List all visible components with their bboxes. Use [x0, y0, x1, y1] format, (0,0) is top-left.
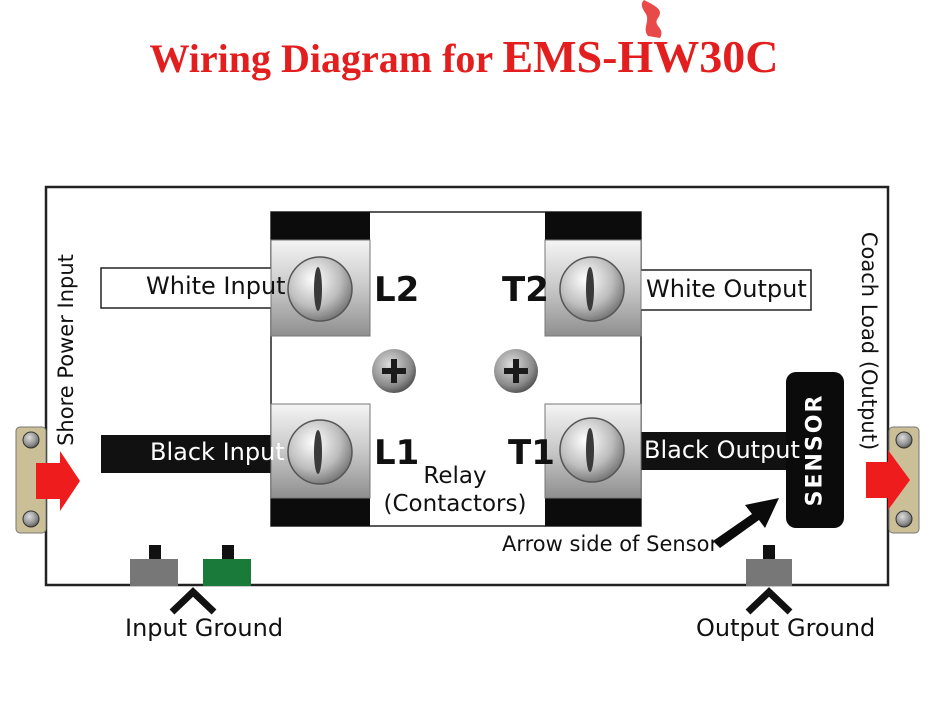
phillips-bolt-icon — [494, 349, 538, 393]
sensor-label: SENSOR — [802, 393, 828, 507]
terminal-label-t2: T2 — [502, 270, 549, 310]
white-output-wire — [639, 269, 812, 311]
black-output-label: Black Output — [644, 436, 800, 464]
screw-icon — [559, 256, 625, 322]
input-ground-terminal-green — [203, 545, 251, 586]
shore-power-input-label: Shore Power Input — [54, 254, 78, 446]
red-scribble-mark — [641, 0, 662, 38]
sensor-body — [786, 372, 844, 528]
white-input-label: White Input — [146, 272, 286, 300]
bolt-icon — [895, 431, 913, 449]
page-title: Wiring Diagram for EMS-HW30C — [0, 30, 928, 83]
terminal-label-t1: T1 — [508, 433, 555, 473]
chevron-up-icon — [745, 587, 793, 615]
relay-cap — [545, 212, 641, 240]
relay-label-line1: Relay — [423, 463, 487, 489]
relay-cap — [271, 498, 370, 526]
output-ground-terminal — [746, 545, 792, 586]
arrow-side-of-sensor-label: Arrow side of Sensor — [502, 532, 719, 556]
relay-label: Relay (Contactors) — [380, 462, 530, 518]
bolt-icon — [22, 510, 40, 528]
white-input-wire — [100, 267, 273, 309]
input-arrow-icon — [36, 451, 80, 511]
white-output-label: White Output — [646, 275, 807, 303]
input-ground-terminal-gray — [130, 545, 178, 586]
black-output-wire — [640, 432, 788, 470]
screw-icon — [559, 417, 625, 483]
sensor-arrow-icon — [713, 498, 779, 548]
output-arrow-icon — [866, 450, 910, 510]
terminal-label-l1: L1 — [374, 433, 420, 473]
screw-icon — [287, 419, 353, 485]
screw-icon — [287, 256, 353, 322]
black-input-label: Black Input — [150, 438, 285, 466]
terminal-label-l2: L2 — [374, 270, 420, 310]
output-ground-label: Output Ground — [696, 614, 876, 642]
bolt-icon — [895, 510, 913, 528]
chevron-up-icon — [169, 587, 217, 615]
relay-cap — [271, 212, 370, 240]
bolt-icon — [22, 431, 40, 449]
relay-cap — [545, 498, 641, 526]
input-ground-label: Input Ground — [125, 614, 284, 642]
coach-load-output-label: Coach Load (Output) — [857, 231, 881, 451]
relay-label-line2: (Contactors) — [383, 491, 527, 517]
phillips-bolt-icon — [372, 349, 416, 393]
black-input-wire — [101, 435, 272, 473]
title-prefix: Wiring Diagram for — [149, 36, 503, 81]
title-model: EMS-HW30C — [502, 31, 779, 82]
